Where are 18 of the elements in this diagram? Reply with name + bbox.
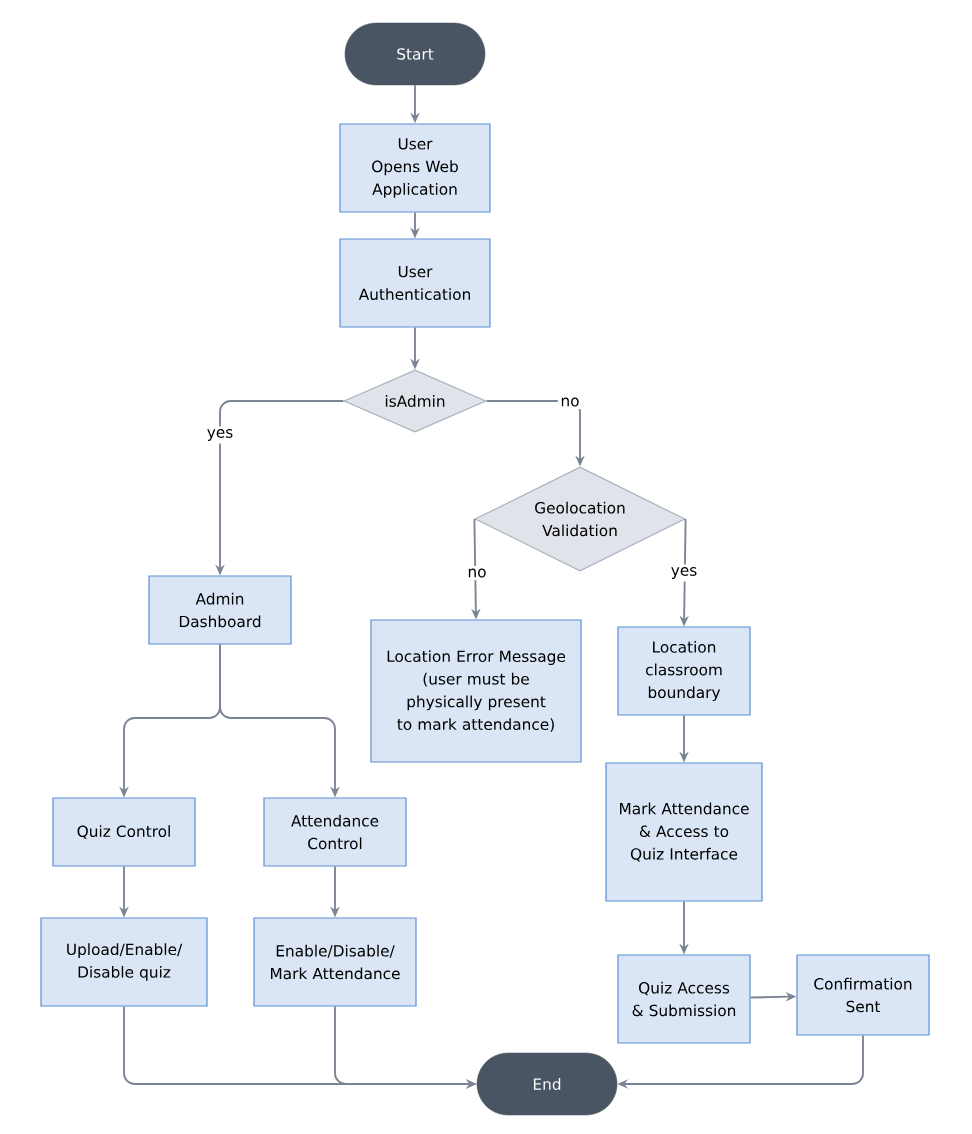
- process-box: Quiz Control: [52, 797, 196, 867]
- process-box: Admin Dashboard: [148, 575, 292, 645]
- process-box: Upload/Enable/ Disable quiz: [40, 917, 208, 1007]
- terminal-pill: Start: [344, 22, 486, 86]
- edge-label: no: [557, 394, 583, 410]
- process-box: Attendance Control: [263, 797, 407, 867]
- process-box: Mark Attendance & Access to Quiz Interface: [605, 762, 763, 902]
- process-box: Location Error Message (user must be physically present to mark attendance): [370, 619, 582, 763]
- process-box: User Authentication: [339, 238, 491, 328]
- terminal-pill: End: [476, 1052, 618, 1116]
- process-box: Confirmation Sent: [796, 954, 930, 1036]
- process-box: Location classroom boundary: [617, 626, 751, 716]
- edge-label: yes: [668, 564, 700, 582]
- edge-label: no: [464, 565, 490, 581]
- process-box: User Opens Web Application: [339, 123, 491, 213]
- process-box: Quiz Access & Submission: [617, 954, 751, 1044]
- edge-label: yes: [204, 426, 236, 444]
- process-box: Enable/Disable/ Mark Attendance: [253, 917, 417, 1007]
